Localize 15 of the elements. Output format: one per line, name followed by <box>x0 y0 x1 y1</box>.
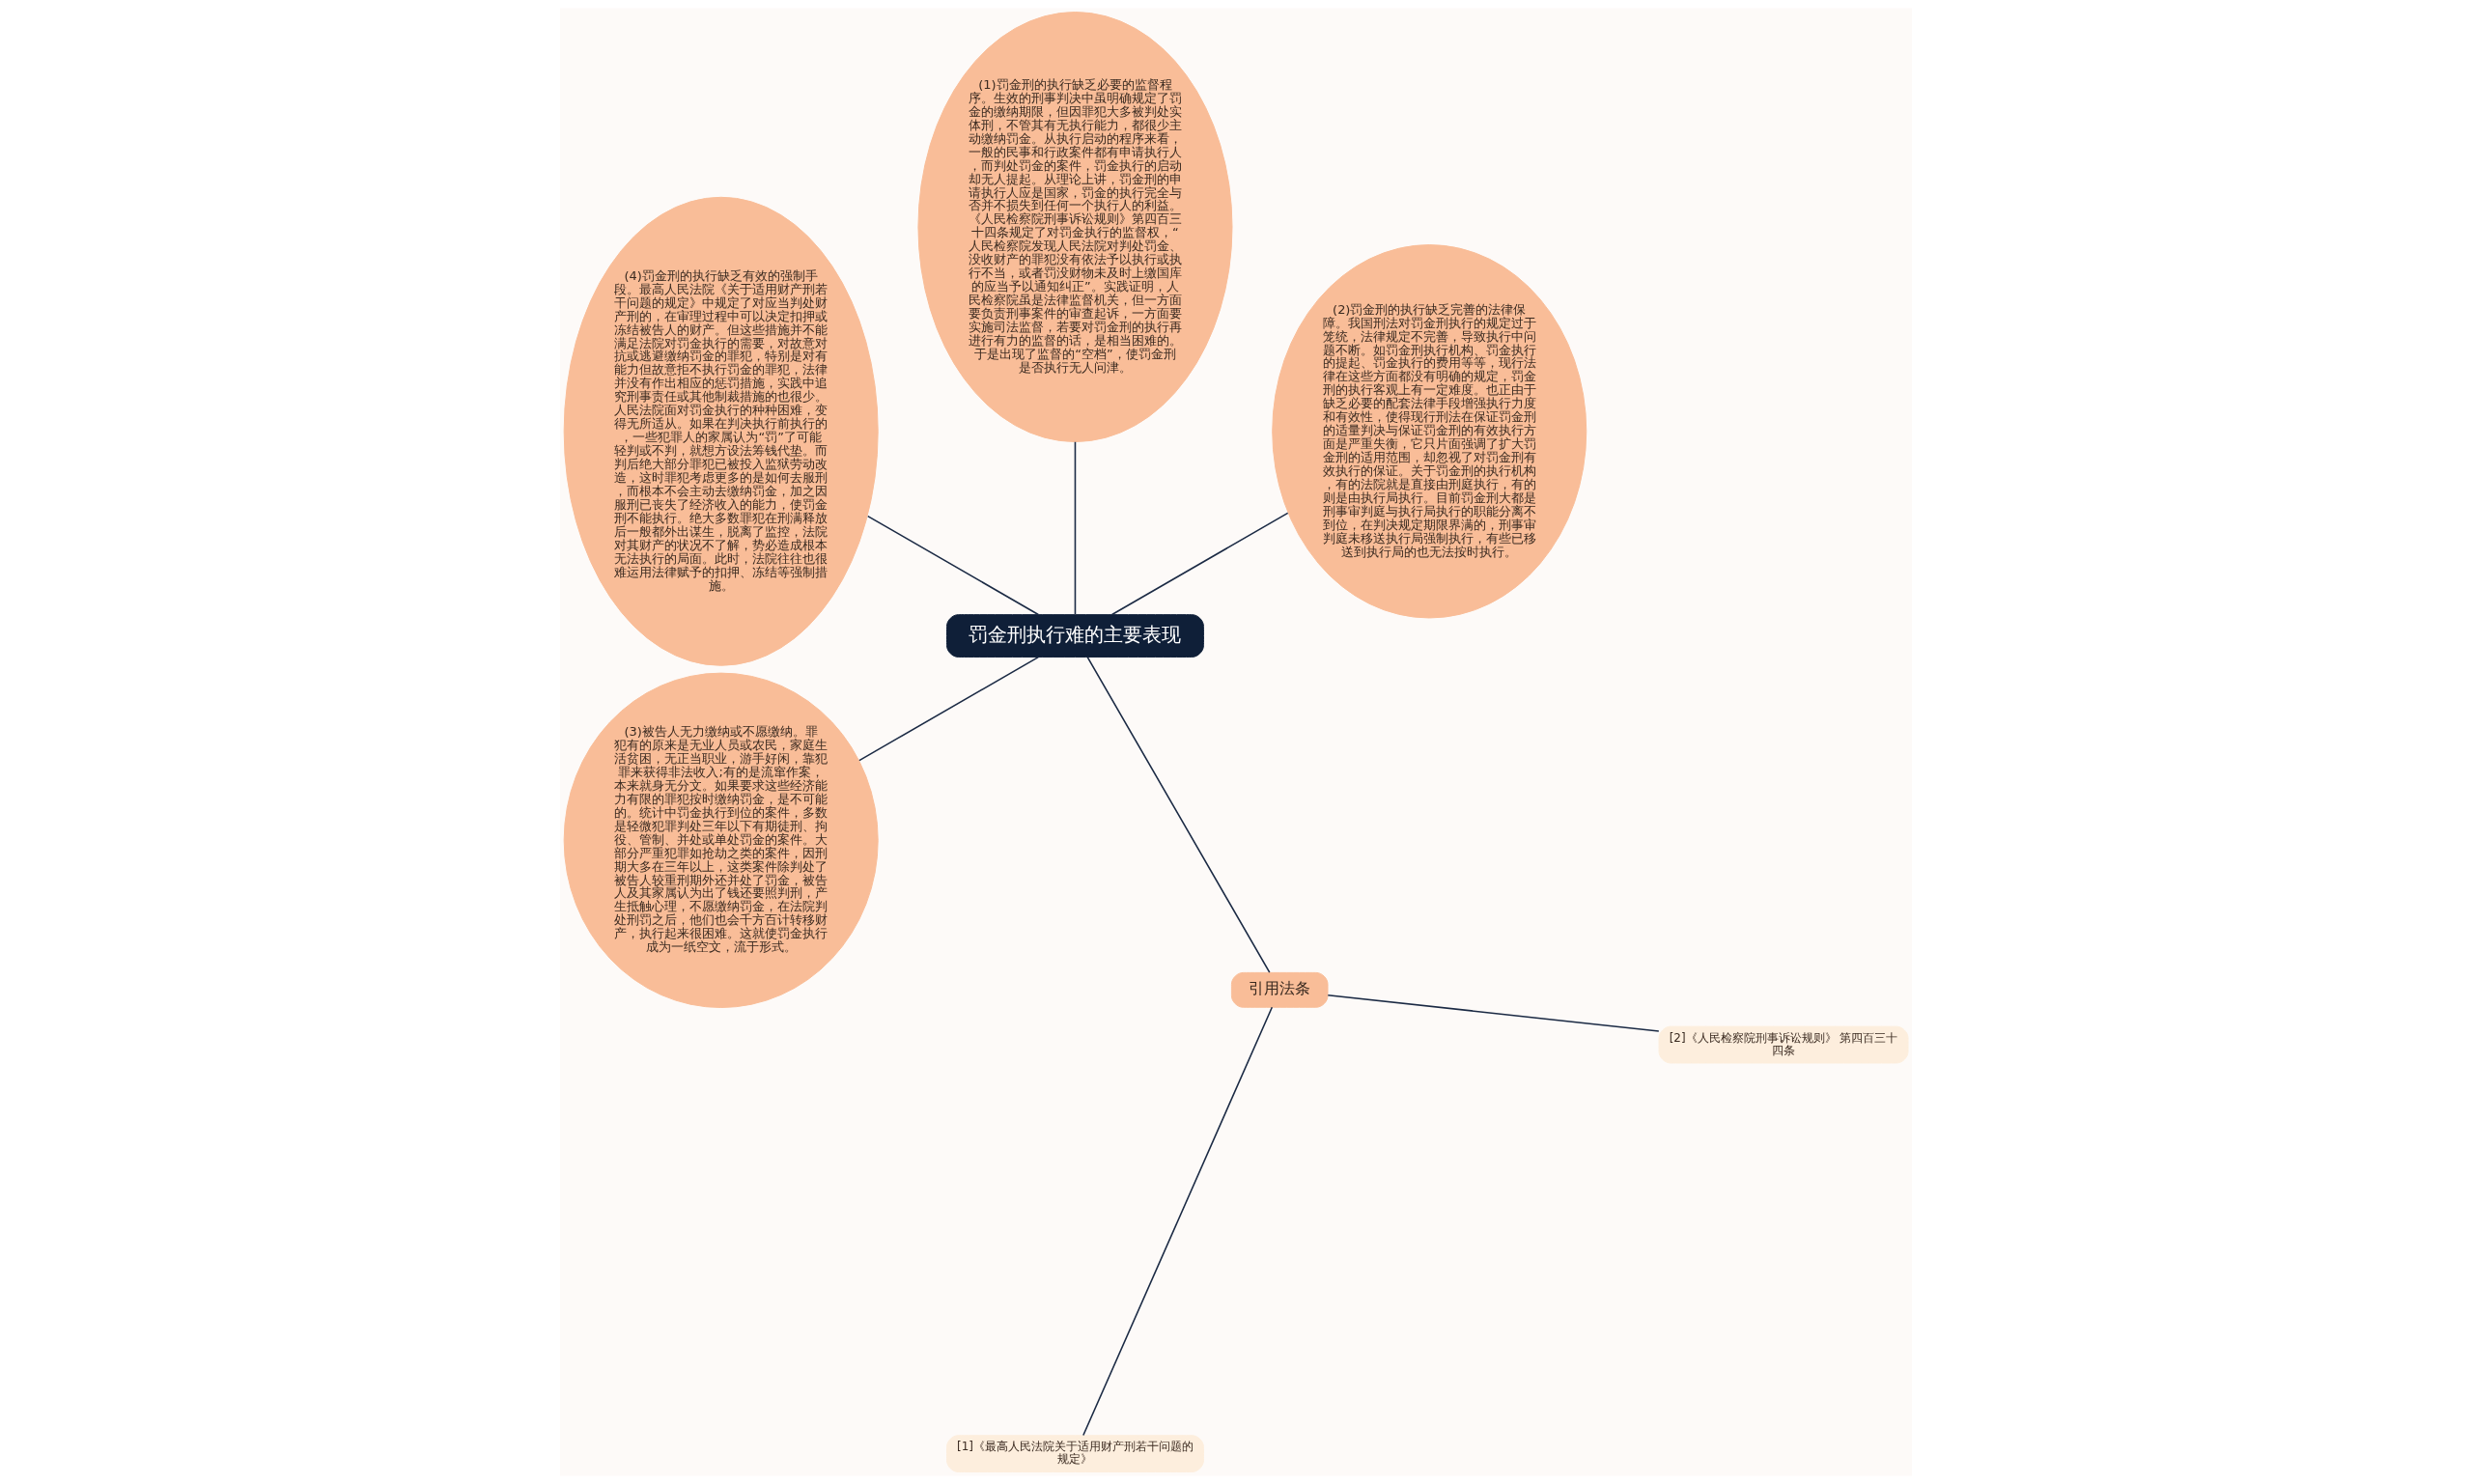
node-box: [2]《人民检察院刑事诉讼规则》 第四百三十四条 <box>1658 1025 1909 1064</box>
connector <box>1082 1006 1274 1437</box>
connector <box>866 515 1040 616</box>
node-ellipse: (4)罚金刑的执行缺乏有效的强制手段。最高人民法院《关于适用财产刑若干问题的规定》中规定了对应当判处财产刑的，在审理过程中可以决定扣押或冻结被告人的财产。但这些措施并不能满足法院对罚金执行的需要，对故意对抗或逃避缴纳罚金的罪犯，特别是对有能力但故意拒不执行罚金的罪犯，法律并没有作出相应的惩罚措施，实践中追究刑事责任或其他制裁措施的也很少。人民法院面对罚金执行的种种困难，变得无所适从。如果在判决执行前执行的，一些犯罪人的家属认为“罚”了可能轻判或不判，就想方设法筹钱代垫。而判后绝大部分罪犯已被投入监狱劳动改造，这时罪犯考虑更多的是如何去服刑，而根本不会主动去缴纳罚金，加之因服刑已丧失了经济收入的能力，使罚金刑不能执行。绝大多数罪犯在刑满释放后一般都外出谋生，脱离了监控，法院对其财产的状况不了解，势必造成根本无法执行的局面。此时，法院往往也很难运用法律赋予的扣押、冻结等强制措施。 <box>563 196 879 666</box>
connector <box>1110 512 1289 616</box>
connector <box>1086 656 1271 973</box>
node-circle: (3)被告人无力缴纳或不愿缴纳。罪犯有的原来是无业人员或农民，家庭生活贫困，无正当职业，游手好闲，靠犯罪来获得非法收入;有的是流窜作案，本来就身无分文。如果要求这些经济能力有限的罪犯按时缴纳罚金，是不可能的。统计中罚金执行到位的案件，多数是轻微犯罪判处三年以下有期徒刑、拘役、管制、并处或单处罚金的案件。大部分严重犯罪如抢劫之类的案件，因刑期大多在三年以上，这类案件除判处了被告人较重刑期外还并处了罚金，被告人及其家属认为出了钱还要照判刑，产生抵触心理，不愿缴纳罚金，在法院判处刑罚之后，他们也会千方百计转移财产，执行起来很困难。这就使罚金执行成为一纸空文，流于形式。 <box>563 672 879 1008</box>
node-ellipse: (2)罚金刑的执行缺乏完善的法律保障。我国刑法对罚金刑执行的规定过于笼统，法律规定不完善，导致执行中问题不断。如罚金刑执行机构、罚金执行的提起、罚金执行的费用等等，现行法律在这些方面都没有明确的规定，罚金刑的执行客观上有一定难度。也正由于缺乏必要的配套法律手段增强执行力度和有效性，使得现行刑法在保证罚金刑的适量判决与保证罚金刑的有效执行方面是严重失衡，它只片面强调了扩大罚金刑的适用范围，却忽视了对罚金刑有效执行的保证。关于罚金刑的执行机构，有的法院就是直接由刑庭执行，有的则是由执行局执行。目前罚金刑大都是刑事审判庭与执行局执行的职能分离不到位，在判决规定期限界满的，刑事审判庭未移送执行局强制执行，有些已移送到执行局的也无法按时执行。 <box>1272 244 1587 619</box>
connector <box>1327 994 1660 1032</box>
node-box: [1]《最高人民法院关于适用财产刑若干问题的规定》 <box>946 1435 1204 1473</box>
node-ellipse: (1)罚金刑的执行缺乏必要的监督程序。生效的刑事判决中虽明确规定了罚金的缴纳期限，但因罪犯大多被判处实体刑，不管其有无执行能力，都很少主动缴纳罚金。从执行启动的程序来看，一般的民事和行政案件都有申请执行人，而判处罚金的案件，罚金执行的启动却无人提起。从理论上讲，罚金刑的申请执行人应是国家，罚金的执行完全与否并不损失到任何一个执行人的利益。《人民检察院刑事诉讼规则》第四百三十四条规定了对罚金执行的监督权，“人民检察院发现人民法院对判处罚金、没收财产的罪犯没有依法予以执行或执行不当，或者罚没财物未及时上缴国库的应当予以通知纠正”。实践证明，人民检察院虽是法律监督机关，但一方面要负责刑事案件的审查起诉，一方面要实施司法监督，若要对罚金刑的执行再进行有力的监督的话，是相当困难的。于是出现了监督的“空档”，使罚金刑是否执行无人问津。 <box>917 12 1233 442</box>
node-box: 引用法条 <box>1230 971 1329 1008</box>
connector <box>858 656 1040 762</box>
connector <box>1074 440 1077 616</box>
node-box: 罚金刑执行难的主要表现 <box>946 614 1204 658</box>
